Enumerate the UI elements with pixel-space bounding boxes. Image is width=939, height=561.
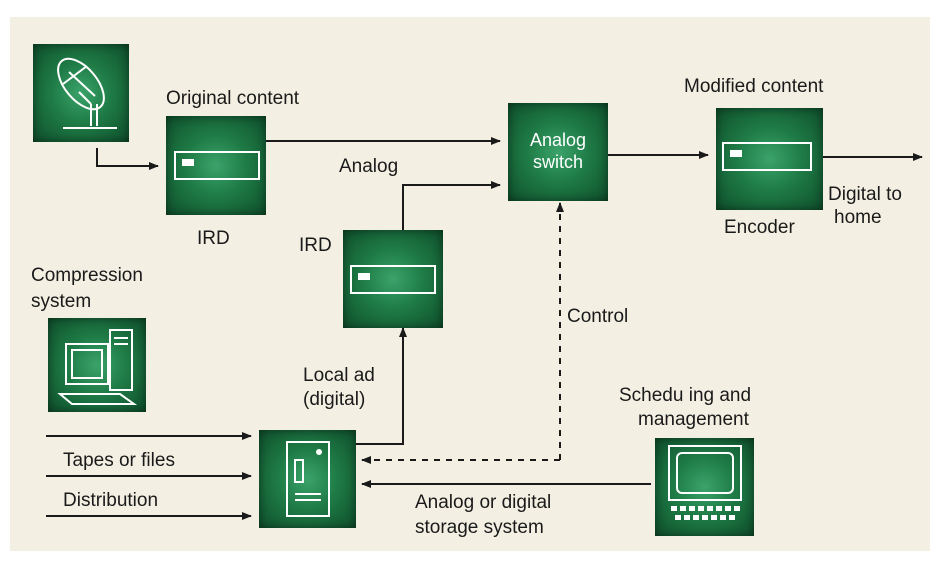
receiver-icon <box>350 265 436 294</box>
control-label: Control <box>567 306 629 327</box>
server-to-ird-arrow <box>356 327 407 445</box>
diagram-background <box>10 17 930 551</box>
original-content-label: Original content <box>166 88 300 109</box>
storage-server-box <box>259 430 356 528</box>
encoder-label: Encoder <box>724 217 795 238</box>
tapes-or-files-label: Tapes or files <box>63 450 175 471</box>
scheduling-management-box <box>655 438 754 536</box>
ird-middle-to-switch-arrow <box>402 181 501 230</box>
compression-system-label-line1: Compression <box>31 265 143 286</box>
satellite-to-ird-arrow <box>96 148 159 170</box>
encoder-box <box>716 108 823 210</box>
computer-workstation-icon <box>57 329 138 405</box>
satellite-dish-box <box>33 44 129 142</box>
digital-to-home-label-line1: Digital to <box>828 184 902 205</box>
compression-system-label-line2: system <box>31 291 92 312</box>
local-ad-label-line1: Local ad <box>303 365 375 386</box>
receiver-icon <box>722 142 812 171</box>
ird-top-box <box>166 116 266 215</box>
ird-top-label: IRD <box>197 228 230 249</box>
storage-system-label-line1: Analog or digital <box>415 492 552 513</box>
receiver-icon <box>174 151 260 180</box>
satellite-dish-icon <box>57 57 117 129</box>
analog-switch-label-line2: switch <box>532 152 583 172</box>
analog-switch-box: Analog switch <box>508 103 608 201</box>
modified-content-label: Modified content <box>684 76 824 97</box>
scheduling-label-line1: Schedu ing and <box>619 385 752 406</box>
distribution-label: Distribution <box>63 490 159 511</box>
analog-label: Analog <box>339 156 399 177</box>
monitor-keyboard-icon <box>668 445 742 520</box>
ird-middle-box <box>343 230 443 328</box>
analog-switch-label-line1: Analog <box>529 130 587 150</box>
ird-middle-label: IRD <box>299 235 332 256</box>
compression-system-box <box>48 318 146 412</box>
storage-system-label-line2: storage system <box>415 517 544 538</box>
digital-to-home-label-line2: home <box>834 207 882 228</box>
local-ad-label-line2: (digital) <box>303 389 366 410</box>
server-tower-icon <box>286 441 330 517</box>
scheduling-label-line2: management <box>638 409 749 430</box>
